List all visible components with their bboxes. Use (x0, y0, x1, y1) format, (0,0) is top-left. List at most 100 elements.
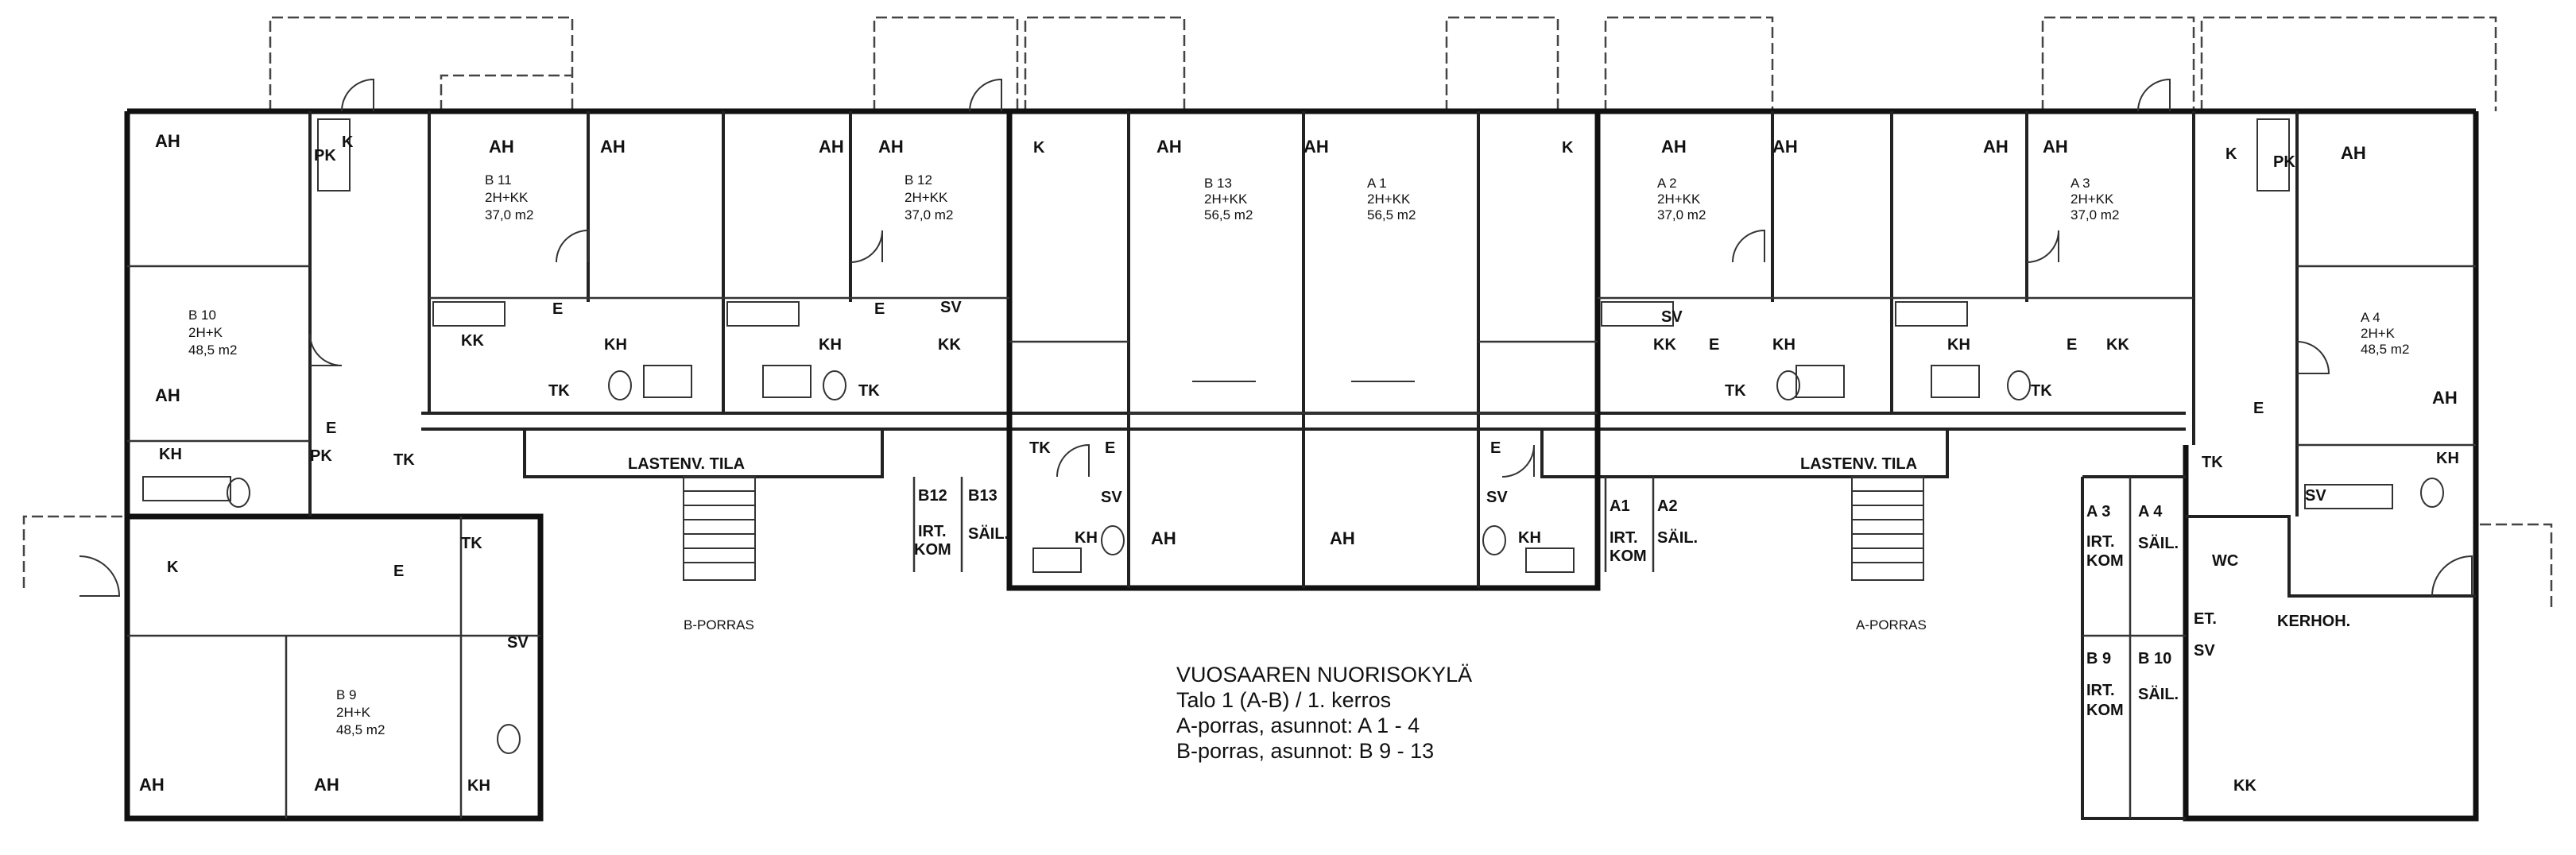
room-label: E (1105, 439, 1115, 457)
svg-text:2H+KK: 2H+KK (1657, 192, 1701, 207)
room-label: KH (604, 336, 627, 354)
apartment-a1: A 1 2H+KK 56,5 m2 (1367, 176, 1416, 222)
svg-text:2H+KK: 2H+KK (1367, 192, 1411, 207)
room-label: E (552, 300, 563, 318)
room-label: KH (819, 336, 842, 354)
room-labels: AH AH AH AH AH AH AH AH AH AH AH AH AH A… (139, 131, 2459, 795)
room-label: SÄIL. (1657, 528, 1698, 547)
room-label: K (167, 559, 179, 576)
room-label: KH (1518, 529, 1541, 547)
svg-text:48,5 m2: 48,5 m2 (188, 342, 237, 358)
room-label: AH (314, 775, 339, 795)
fixtures (142, 118, 2444, 754)
svg-text:B 13: B 13 (1204, 176, 1232, 191)
staircases (683, 381, 1924, 581)
room-label: TK (858, 382, 880, 400)
svg-text:56,5 m2: 56,5 m2 (1204, 207, 1253, 222)
apartment-b10: B 10 2H+K 48,5 m2 (188, 308, 237, 358)
room-label: KH (2436, 450, 2459, 467)
apartment-a4: A 4 2H+K 48,5 m2 (2361, 310, 2409, 357)
room-label: LASTENV. TILA (628, 455, 745, 473)
svg-text:2H+KK: 2H+KK (485, 190, 529, 205)
title-block: VUOSAAREN NUORISOKYLÄ Talo 1 (A-B) / 1. … (1176, 663, 1472, 763)
room-label: TK (548, 382, 570, 400)
exterior-walls (124, 108, 2479, 822)
apartment-b11: B 11 2H+KK 37,0 m2 (485, 172, 533, 222)
room-label: AH (1156, 137, 1182, 157)
svg-text:A 1: A 1 (1367, 176, 1387, 191)
room-label: IRT. (2086, 533, 2115, 551)
room-label: KH (1772, 336, 1795, 354)
room-label: IRT. (1610, 529, 1638, 547)
room-label: K (342, 133, 354, 151)
room-label: KH (1075, 529, 1098, 547)
room-label: KOM (914, 541, 951, 559)
room-label: ET. (2194, 610, 2217, 628)
svg-text:B 11: B 11 (485, 172, 512, 188)
room-label: E (1490, 439, 1501, 457)
doors (79, 78, 2473, 597)
room-label: E (1709, 336, 1719, 354)
room-label: PK (2273, 153, 2295, 171)
svg-text:A 2: A 2 (1657, 176, 1677, 191)
room-label: B 9 (2086, 650, 2111, 667)
svg-text:56,5 m2: 56,5 m2 (1367, 207, 1416, 222)
room-label: SÄIL. (2138, 534, 2179, 552)
room-label: TK (393, 451, 415, 469)
svg-text:2H+K: 2H+K (188, 325, 223, 340)
room-label: A1 (1610, 497, 1630, 515)
svg-text:2H+K: 2H+K (2361, 326, 2396, 341)
svg-text:37,0 m2: 37,0 m2 (1657, 207, 1706, 222)
svg-text:A 4: A 4 (2361, 310, 2380, 325)
room-label: A 4 (2138, 503, 2163, 520)
room-label: AH (1330, 528, 1355, 548)
room-label: E (2067, 336, 2077, 354)
svg-text:2H+KK: 2H+KK (1204, 192, 1248, 207)
room-label: AH (155, 131, 180, 151)
room-label: AH (2043, 137, 2068, 157)
room-label: KK (2233, 777, 2256, 795)
room-label: E (393, 563, 404, 580)
room-label: SV (1661, 308, 1683, 326)
apartment-b9: B 9 2H+K 48,5 m2 (336, 687, 385, 737)
room-label: AH (1983, 137, 2009, 157)
svg-text:B 12: B 12 (905, 172, 932, 188)
title-line-3: A-porras, asunnot: A 1 - 4 (1176, 714, 1420, 737)
room-label: TK (461, 535, 482, 552)
room-label: AH (878, 137, 904, 157)
room-label: AH (1303, 137, 1329, 157)
apartment-b13: B 13 2H+KK 56,5 m2 (1204, 176, 1253, 222)
room-label: AH (489, 137, 514, 157)
balconies (22, 16, 2553, 612)
room-label: E (874, 300, 885, 318)
room-label: KH (1947, 336, 1970, 354)
apartment-a2: A 2 2H+KK 37,0 m2 (1657, 176, 1706, 222)
room-label: B12 (918, 487, 947, 505)
room-label: KERHOH. (2277, 613, 2350, 630)
svg-text:2H+KK: 2H+KK (905, 190, 948, 205)
room-label: B13 (968, 487, 997, 505)
svg-text:48,5 m2: 48,5 m2 (2361, 342, 2409, 357)
room-label: AH (2341, 143, 2366, 163)
interior-walls (127, 111, 2476, 818)
room-label: IRT. (918, 523, 947, 540)
room-label: PK (310, 447, 332, 465)
svg-text:B 10: B 10 (188, 308, 216, 323)
svg-text:37,0 m2: 37,0 m2 (905, 207, 953, 222)
room-label: KOM (2086, 552, 2124, 570)
room-label: AH (2432, 388, 2458, 408)
room-label: LASTENV. TILA (1800, 455, 1917, 473)
svg-text:48,5 m2: 48,5 m2 (336, 722, 385, 737)
room-label: SÄIL. (2138, 685, 2179, 703)
room-label: TK (1029, 439, 1051, 457)
room-label: TK (1725, 382, 1746, 400)
title-line-1: VUOSAAREN NUORISOKYLÄ (1176, 663, 1472, 687)
room-label: SV (1486, 489, 1508, 506)
room-label: B 10 (2138, 650, 2171, 667)
svg-text:2H+K: 2H+K (336, 705, 371, 720)
room-label: AH (155, 385, 180, 405)
room-label: AH (819, 137, 844, 157)
a-stair-label: A-PORRAS (1856, 617, 1927, 633)
room-label: KOM (2086, 702, 2124, 719)
